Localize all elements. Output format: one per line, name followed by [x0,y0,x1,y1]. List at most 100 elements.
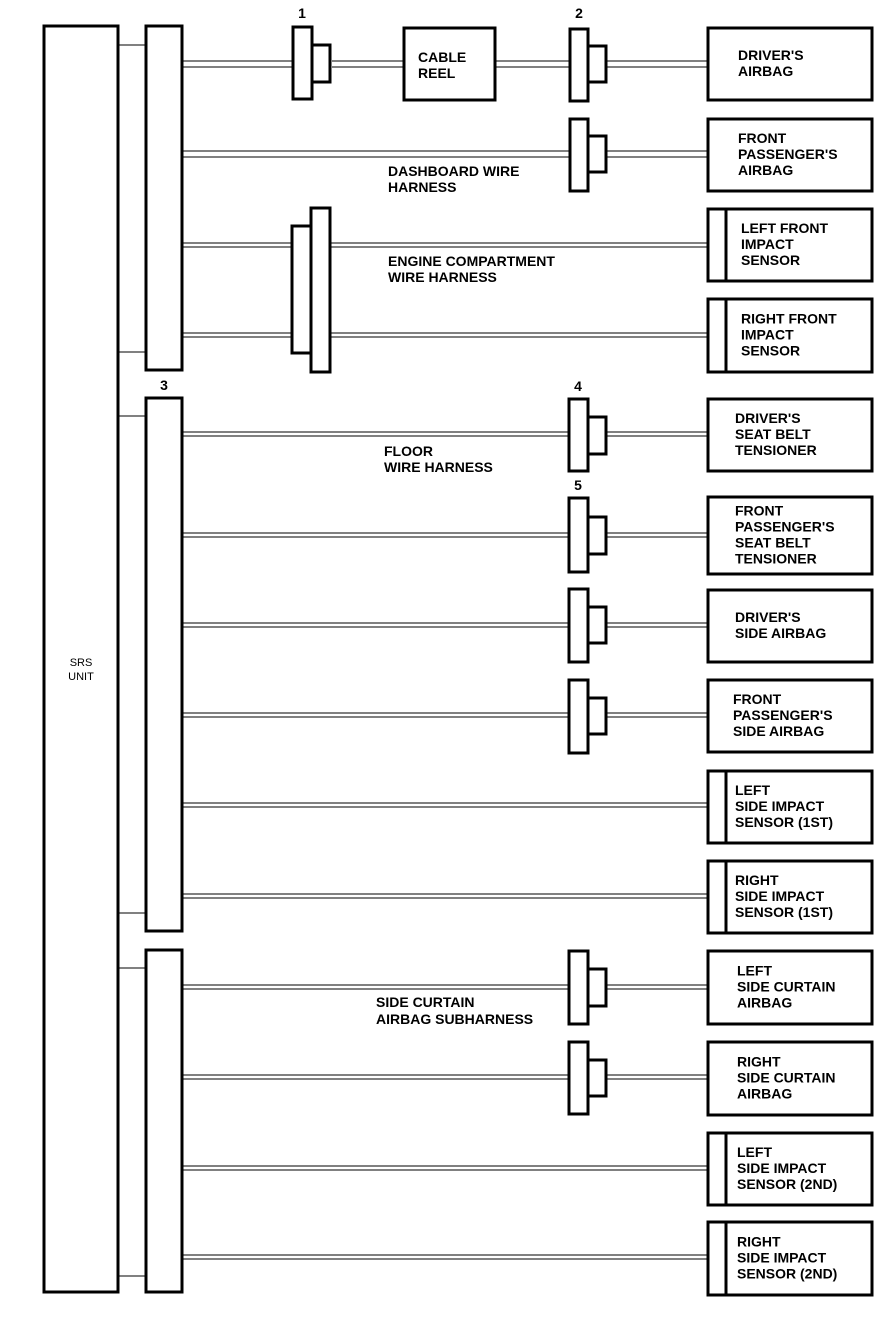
component-label-line: LEFT [737,1144,772,1160]
component-box [706,588,874,664]
connector-5 [567,496,608,574]
connector-right-side-curtain [567,1040,608,1116]
component-label-line: LEFT [735,782,770,798]
component-label-line: FRONT [738,130,787,146]
component-label-line: AIRBAG [738,162,793,178]
component-label-line: SEAT BELT [735,535,811,551]
harness-block-lower [144,948,184,1294]
component-label-line: SENSOR (1ST) [735,904,833,920]
floor-harness-label-2: WIRE HARNESS [384,459,493,475]
component-label-line: SENSOR [741,343,800,359]
connector-engine-compartment [290,206,332,374]
component-label-line: RIGHT [737,1234,781,1250]
side-curtain-harness-label-1: SIDE CURTAIN [376,994,475,1010]
component-label-line: AIRBAG [738,63,793,79]
connector-4 [567,397,608,473]
floor-harness-label-1: FLOOR [384,443,433,459]
connector-left-side-curtain [567,949,608,1026]
component-box [706,769,874,845]
component-label-line: SIDE IMPACT [735,798,825,814]
srs-unit-box [42,24,120,1294]
component-box [706,207,874,283]
cable-reel-label-1: CABLE [418,49,466,65]
dashboard-harness-label-2: HARNESS [388,179,456,195]
component-label-line: RIGHT [737,1054,781,1070]
connector-number-4: 4 [574,378,582,394]
connector-number-2: 2 [575,5,583,21]
component-label-line: FRONT [733,691,782,707]
connector-number-3: 3 [160,377,168,393]
cable-reel-box [402,26,497,102]
component-label-line: RIGHT [735,872,779,888]
component-label-line: AIRBAG [737,995,792,1011]
component-box [706,1220,874,1297]
srs-unit-links [118,44,146,1277]
connector-dashboard [568,117,608,193]
component-label-line: PASSENGER'S [738,146,838,162]
component-label-line: SIDE IMPACT [737,1160,827,1176]
component-box [706,1131,874,1207]
srs-unit-label-2: UNIT [68,671,94,683]
component-label-line: PASSENGER'S [735,519,835,535]
side-curtain-harness-label-2: AIRBAG SUBHARNESS [376,1011,533,1027]
wire-runs [182,60,708,1260]
component-label-line: AIRBAG [737,1086,792,1102]
connector-number-5: 5 [574,477,582,493]
component-label-line: DRIVER'S [738,47,804,63]
component-box [706,117,874,193]
component-label-line: LEFT FRONT [741,220,829,236]
component-label-line: LEFT [737,963,772,979]
connector-passenger-side-airbag [567,678,608,755]
component-label-line: SIDE CURTAIN [737,1070,836,1086]
connector-1 [291,25,332,101]
engine-harness-label-2: WIRE HARNESS [388,269,497,285]
harness-block-middle [144,396,184,933]
component-label-line: SEAT BELT [735,426,811,442]
component-label-line: FRONT [735,503,784,519]
component-label-line: SIDE IMPACT [735,888,825,904]
srs-unit-label-1: SRS [70,657,93,669]
component-label-line: SIDE AIRBAG [735,625,826,641]
component-box [706,495,874,576]
component-label-line: PASSENGER'S [733,707,833,723]
component-label-line: IMPACT [741,236,794,252]
component-label-line: SENSOR (2ND) [737,1266,837,1282]
component-label-line: DRIVER'S [735,410,801,426]
component-label-line: IMPACT [741,327,794,343]
component-box [706,397,874,473]
component-label-line: RIGHT FRONT [741,311,837,327]
component-box [706,26,874,102]
component-label-line: SIDE AIRBAG [733,723,824,739]
dashboard-harness-label-1: DASHBOARD WIRE [388,163,519,179]
component-label-line: SIDE IMPACT [737,1250,827,1266]
component-label-line: SENSOR (2ND) [737,1176,837,1192]
harness-block-upper [144,24,184,372]
cable-reel-label-2: REEL [418,65,456,81]
component-label-line: DRIVER'S [735,609,801,625]
connector-2 [568,27,608,103]
connector-driver-side-airbag [567,587,608,664]
component-label-line: TENSIONER [735,442,817,458]
component-label-line: SENSOR [741,252,800,268]
component-box [706,859,874,935]
component-label-line: SENSOR (1ST) [735,814,833,830]
engine-harness-label-1: ENGINE COMPARTMENT [388,253,555,269]
component-box [706,678,874,754]
component-label-line: SIDE CURTAIN [737,979,836,995]
connector-number-1: 1 [298,5,306,21]
component-box [706,297,874,374]
